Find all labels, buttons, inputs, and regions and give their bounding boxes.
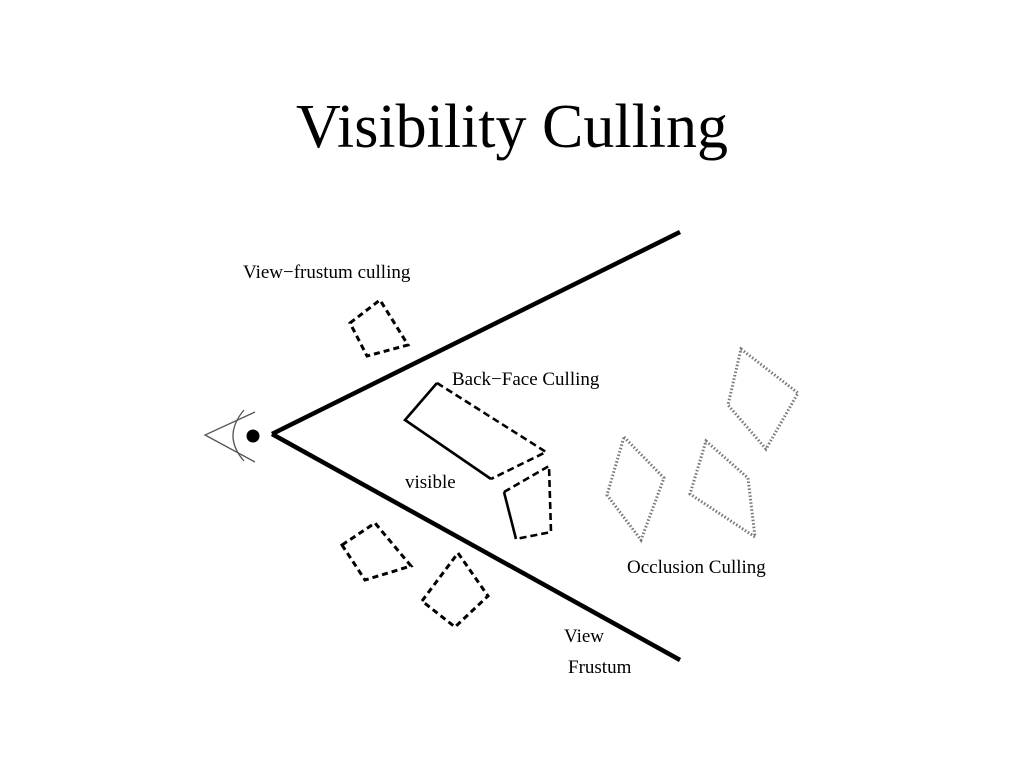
label-frustum: Frustum bbox=[568, 657, 632, 678]
frustum-upper-edge bbox=[271, 229, 681, 437]
label-back-face-culling: Back−Face Culling bbox=[452, 369, 600, 390]
label-occlusion-culling: Occlusion Culling bbox=[627, 557, 766, 578]
label-visible: visible bbox=[405, 472, 456, 493]
occluded-polygon-left bbox=[605, 434, 666, 544]
culled-polygon-bottom-right bbox=[419, 550, 490, 629]
occluded-polygon-top bbox=[726, 346, 800, 452]
label-view: View bbox=[564, 626, 604, 647]
culled-polygon-top bbox=[348, 297, 411, 358]
occluded-polygon-middle bbox=[688, 438, 757, 541]
slide-title: Visibility Culling bbox=[295, 93, 729, 161]
eye-icon bbox=[203, 409, 260, 463]
visible-shape bbox=[502, 463, 553, 541]
culled-polygon-bottom-left bbox=[339, 521, 414, 582]
label-view-frustum-culling: View−frustum culling bbox=[243, 262, 411, 283]
back-face-shape bbox=[403, 381, 549, 481]
frustum-lower-edge bbox=[270, 432, 682, 662]
